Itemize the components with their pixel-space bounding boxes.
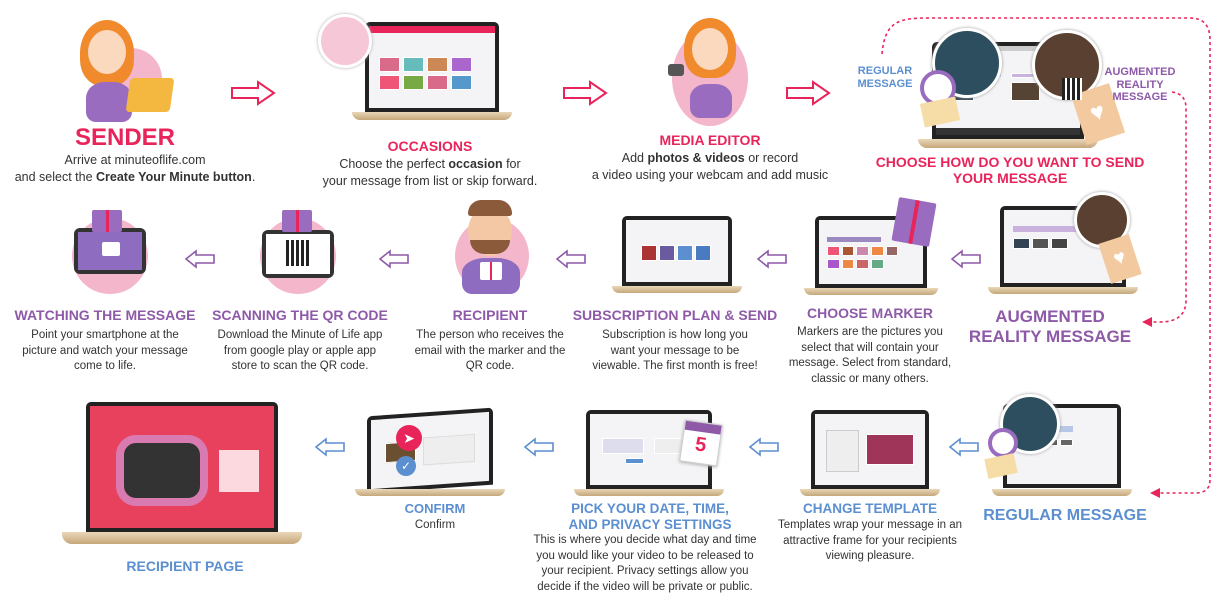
step-desc-media-editor: Add photos & videos or record a video us… <box>591 151 829 182</box>
check-icon: ✓ <box>396 456 416 476</box>
step-desc-watching: Point your smartphone at the picture and… <box>22 329 188 373</box>
step-title-ar-message: AUGMENTED REALITY MESSAGE <box>968 307 1132 346</box>
occasions-laptop <box>352 22 512 124</box>
occasions-photo-icon <box>318 14 372 68</box>
camera-icon <box>668 64 684 76</box>
step-title-template: CHANGE TEMPLATE <box>803 501 937 516</box>
send-icon: ➤ <box>396 425 422 451</box>
gift-icon <box>282 210 312 232</box>
step-desc-recipient: The person who receives the email with t… <box>414 329 566 373</box>
gift-icon <box>480 262 502 280</box>
arrow-left-icon <box>184 249 215 269</box>
arrow-left-icon <box>748 437 779 457</box>
template-laptop <box>800 410 940 500</box>
step-desc-confirm: Confirm <box>414 519 456 531</box>
label-regular-message: REGULAR MESSAGE <box>857 65 913 90</box>
step-title-recipient: RECIPIENT <box>452 307 528 323</box>
step-title-pick-date: PICK YOUR DATE, TIME, AND PRIVACY SETTIN… <box>568 501 732 532</box>
calendar-icon: 5 <box>679 419 723 467</box>
step-title-recipient-page: RECIPIENT PAGE <box>126 558 244 574</box>
step-desc-template: Templates wrap your message in an attrac… <box>777 519 963 563</box>
confirm-laptop <box>355 407 505 500</box>
arrow-right-icon <box>563 80 608 106</box>
play-icon <box>102 242 120 256</box>
step-desc-sender: Arrive at minuteoflife.com and select th… <box>14 153 256 184</box>
step-title-subscription: SUBSCRIPTION PLAN & SEND <box>572 307 778 323</box>
step-title-marker: CHOOSE MARKER <box>806 305 933 321</box>
calendar-day: 5 <box>693 433 708 457</box>
step-desc-pick-date: This is where you decide what day and ti… <box>533 534 757 593</box>
arrow-left-icon <box>314 437 345 457</box>
step-desc-marker: Markers are the pictures you select that… <box>788 326 952 385</box>
recipient-page-laptop <box>62 402 302 550</box>
arrow-left-icon <box>756 249 787 269</box>
gift-icon <box>891 197 937 247</box>
arrow-left-icon <box>555 249 586 269</box>
step-title-occasions: OCCASIONS <box>387 138 473 154</box>
subscription-laptop <box>612 216 742 296</box>
step-title-scanning: SCANNING THE QR CODE <box>212 307 388 323</box>
gift-icon <box>92 210 122 232</box>
qr-code-icon <box>286 240 310 266</box>
step-title-watching: WATCHING THE MESSAGE <box>14 307 196 323</box>
step-desc-occasions: Choose the perfect occasion for your mes… <box>322 157 538 188</box>
step-title-sender: SENDER <box>74 124 176 151</box>
step-desc-subscription: Subscription is how long you want your m… <box>592 329 758 373</box>
step-title-choose-send: CHOOSE HOW DO YOU WANT TO SEND YOUR MESS… <box>875 154 1145 187</box>
step-title-regular-message: REGULAR MESSAGE <box>983 507 1147 524</box>
qr-code-icon <box>1062 78 1082 100</box>
step-title-confirm: CONFIRM <box>404 501 466 516</box>
label-ar-message: AUGMENTED REALITY MESSAGE <box>1104 66 1176 104</box>
arrow-left-icon <box>950 249 981 269</box>
arrow-right-icon <box>231 80 276 106</box>
arrow-left-icon <box>378 249 409 269</box>
arrow-left-icon <box>948 437 979 457</box>
step-desc-scanning: Download the Minute of Life app from goo… <box>217 329 383 373</box>
arrow-right-icon <box>786 80 831 106</box>
step-title-media-editor: MEDIA EDITOR <box>659 132 761 148</box>
arrow-left-icon <box>523 437 554 457</box>
